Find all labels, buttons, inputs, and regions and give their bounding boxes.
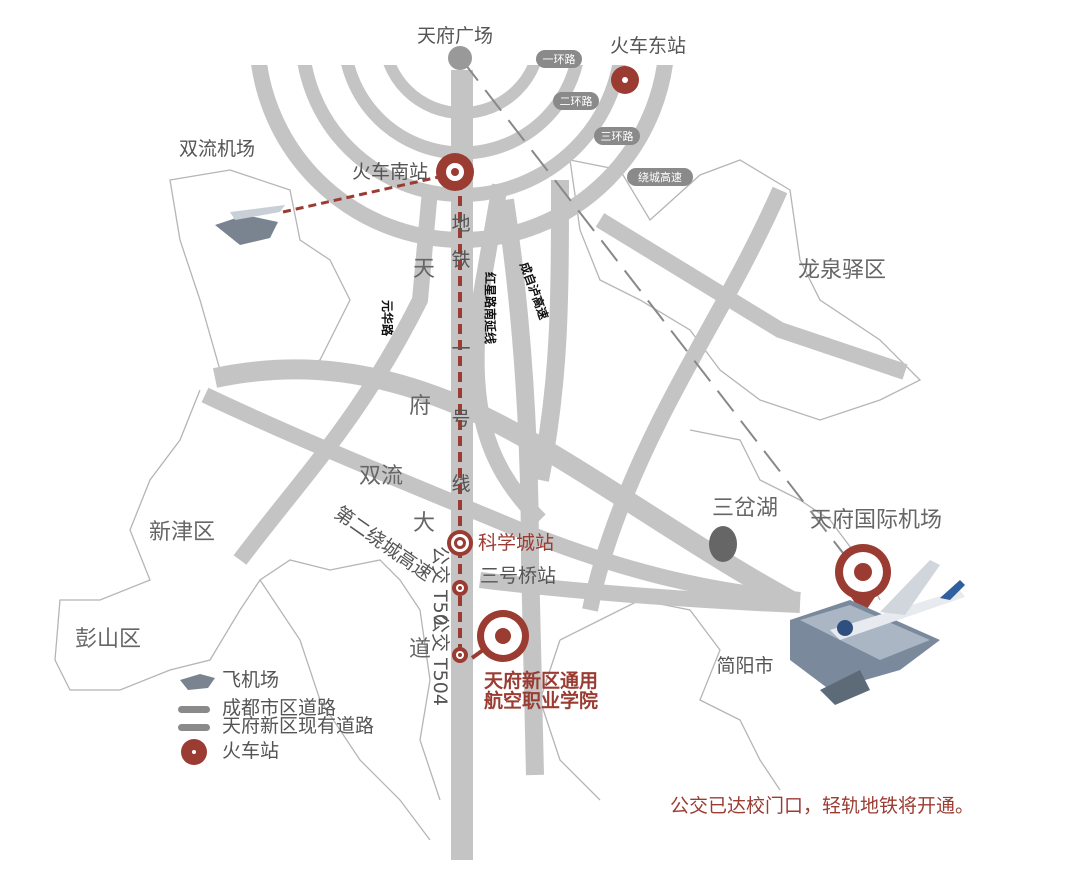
label-tianfu-avenue-2: 府	[409, 394, 431, 419]
label-pengshan: 彭山区	[75, 627, 141, 652]
label-east-station: 火车东站	[610, 35, 686, 57]
legend-station: 火车站	[222, 740, 279, 762]
shuangliu-airport-icon	[215, 205, 285, 245]
legend: 飞机场 成都市区道路 天府新区现有道路 火车站	[178, 669, 374, 765]
label-bus-t504: 公交 T504	[429, 614, 451, 706]
ring-road-labels: 一环路 二环路 三环路 绕城高速	[536, 50, 693, 186]
label-xinjin: 新津区	[149, 520, 215, 545]
metro-char: 线	[451, 473, 470, 495]
metro-char: 地	[451, 213, 470, 235]
label-yuanhua-road: 元华路	[380, 300, 395, 337]
label-ring2: 二环路	[560, 95, 593, 108]
legend-city-road: 成都市区道路	[222, 697, 336, 719]
roads	[201, 70, 908, 860]
legend-newdistrict-road: 天府新区现有道路	[222, 715, 374, 737]
metro-char: 一	[451, 338, 470, 360]
tianfu-square-marker	[448, 46, 472, 70]
label-hongxing-road: 红星路南延线	[483, 272, 498, 344]
east-station-marker	[611, 66, 639, 94]
tianfu-airport-icon	[790, 560, 965, 705]
label-shuangliu-airport: 双流机场	[179, 138, 255, 160]
bus-stop-marker	[452, 580, 468, 596]
label-ring3: 三环路	[601, 130, 634, 143]
bus-stop-marker	[452, 647, 468, 663]
kexuecheng-station-marker	[447, 530, 473, 556]
label-bus-t50: 公交 T50	[429, 546, 451, 626]
legend-newdistrict-road-swatch	[178, 724, 210, 731]
label-ring1: 一环路	[543, 53, 576, 66]
legend-city-road-swatch	[178, 706, 210, 713]
label-kexuecheng-station: 科学城站	[478, 532, 554, 554]
label-tianfu-avenue-3: 大	[413, 511, 435, 536]
slogan: 公交已达校门口，轻轨地铁将开通。	[670, 795, 974, 817]
label-tianfu-avenue-1: 天	[413, 257, 435, 282]
label-tianfu-avenue-4: 道	[409, 637, 431, 662]
school-pin	[470, 610, 529, 662]
label-tianfu-airport: 天府国际机场	[810, 508, 942, 533]
dashed-connector	[461, 59, 861, 576]
label-longquanyi: 龙泉驿区	[798, 258, 886, 283]
sancha-lake-shape	[709, 526, 737, 562]
label-jianyang: 简阳市	[716, 655, 773, 677]
label-tianfu-square: 天府广场	[417, 25, 493, 47]
legend-airport: 飞机场	[222, 669, 279, 691]
label-ring-expressway: 绕城高速	[638, 170, 682, 184]
label-shuangliu: 双流	[359, 464, 403, 489]
label-school-line1: 天府新区通用	[484, 669, 598, 692]
south-station-marker	[436, 153, 474, 191]
metro-char: 铁	[451, 249, 470, 271]
airport-link-line	[282, 172, 453, 214]
district-borders	[54, 159, 922, 841]
legend-airport-icon	[180, 674, 215, 690]
label-south-station: 火车南站	[352, 161, 428, 183]
metro-line-1-label: 地 铁 一 号 线	[451, 213, 470, 495]
label-school-line2: 航空职业学院	[484, 689, 598, 712]
metro-char: 号	[451, 408, 470, 430]
label-sancha-lake: 三岔湖	[712, 496, 778, 521]
label-sanhaoqiao-station: 三号桥站	[480, 565, 556, 587]
tianfu-airport-pin	[835, 544, 891, 615]
